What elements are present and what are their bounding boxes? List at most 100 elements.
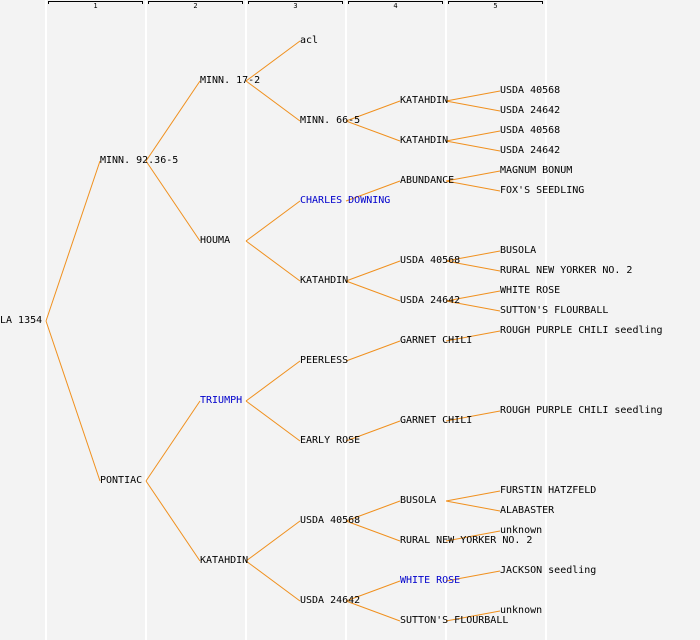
column-number: 5	[493, 2, 498, 10]
pedigree-connector-line	[245, 520, 301, 562]
pedigree-node: LA 1354	[0, 315, 43, 326]
pedigree-connector-line	[345, 340, 401, 362]
pedigree-connector-line	[445, 290, 501, 302]
pedigree-node: FOX'S SEEDLING	[500, 185, 585, 196]
pedigree-node: USDA 24642	[300, 595, 361, 606]
pedigree-node: SUTTON'S FLOURBALL	[500, 305, 609, 316]
column-number: 2	[193, 2, 198, 10]
column-header-bracket	[448, 1, 543, 4]
pedigree-node: BUSOLA	[400, 495, 437, 506]
pedigree-node: KATAHDIN	[200, 555, 249, 566]
pedigree-node: RURAL NEW YORKER NO. 2	[500, 265, 633, 276]
pedigree-node: USDA 24642	[500, 105, 561, 116]
pedigree-node: unknown	[500, 525, 543, 536]
pedigree-node: GARNET CHILI	[400, 415, 473, 426]
pedigree-node: ROUGH PURPLE CHILI seedling	[500, 405, 663, 416]
pedigree-node: FURSTIN HATZFELD	[500, 485, 597, 496]
pedigree-node: MINN. 92.36-5	[100, 155, 179, 166]
pedigree-node: KATAHDIN	[400, 135, 449, 146]
pedigree-node: MINN. 66-5	[300, 115, 361, 126]
pedigree-node: MAGNUM BONUM	[500, 165, 573, 176]
pedigree-node: USDA 40568	[300, 515, 361, 526]
pedigree-connector-line	[245, 560, 301, 602]
pedigree-connector-line	[445, 570, 501, 582]
pedigree-connector-line	[345, 120, 401, 142]
pedigree-connector-line	[345, 520, 401, 542]
pedigree-connector-line	[445, 410, 501, 422]
pedigree-node: ALABASTER	[500, 505, 555, 516]
pedigree-connector-line	[345, 280, 401, 302]
column-separator	[345, 0, 347, 640]
column-separator	[145, 0, 147, 640]
pedigree-connector-line	[345, 580, 401, 602]
column-separator	[545, 0, 547, 640]
pedigree-node: ROUGH PURPLE CHILI seedling	[500, 325, 663, 336]
column-header-bracket	[248, 1, 343, 4]
pedigree-node: WHITE ROSE	[500, 285, 561, 296]
pedigree-node: PEERLESS	[300, 355, 349, 366]
pedigree-connector-line	[445, 500, 501, 512]
pedigree-connector-line	[245, 240, 301, 282]
column-number: 3	[293, 2, 298, 10]
pedigree-node: MINN. 17-2	[200, 75, 261, 86]
pedigree-node: EARLY ROSE	[300, 435, 361, 446]
pedigree-node: SUTTON'S FLOURBALL	[400, 615, 509, 626]
pedigree-node: unknown	[500, 605, 543, 616]
pedigree-node: GARNET CHILI	[400, 335, 473, 346]
pedigree-connector-line	[445, 130, 501, 142]
pedigree-connector-line	[145, 480, 201, 562]
pedigree-connector-line	[445, 250, 501, 262]
pedigree-node: USDA 40568	[400, 255, 461, 266]
pedigree-connector-line	[45, 160, 101, 322]
pedigree-connector-line	[345, 600, 401, 622]
pedigree-connector-line	[245, 360, 301, 402]
pedigree-connector-line	[245, 40, 301, 82]
pedigree-node-link[interactable]: TRIUMPH	[200, 395, 243, 406]
pedigree-node: KATAHDIN	[400, 95, 449, 106]
pedigree-connector-line	[345, 180, 401, 202]
pedigree-connector-line	[445, 140, 501, 152]
pedigree-node-link[interactable]: WHITE ROSE	[400, 575, 461, 586]
column-number: 1	[93, 2, 98, 10]
pedigree-connector-line	[445, 260, 501, 272]
column-separator	[245, 0, 247, 640]
pedigree-connector-line	[45, 320, 101, 482]
column-number: 4	[393, 2, 398, 10]
pedigree-node: acl	[300, 35, 319, 46]
pedigree-node: HOUMA	[200, 235, 231, 246]
pedigree-connector-line	[245, 200, 301, 242]
pedigree-connector-line	[345, 100, 401, 122]
pedigree-connector-line	[445, 490, 501, 502]
pedigree-connector-line	[445, 90, 501, 102]
column-header-bracket	[348, 1, 443, 4]
pedigree-connector-line	[445, 170, 501, 182]
pedigree-connector-line	[445, 330, 501, 342]
pedigree-node: USDA 40568	[500, 85, 561, 96]
column-header-bracket	[148, 1, 243, 4]
column-header-bracket	[48, 1, 143, 4]
pedigree-connector-line	[445, 180, 501, 192]
pedigree-node: USDA 24642	[400, 295, 461, 306]
pedigree-connector-line	[445, 610, 501, 622]
pedigree-connector-line	[445, 100, 501, 112]
pedigree-connector-line	[345, 420, 401, 442]
pedigree-connector-line	[445, 530, 501, 542]
column-separator	[445, 0, 447, 640]
pedigree-node: USDA 24642	[500, 145, 561, 156]
pedigree-node: PONTIAC	[100, 475, 143, 486]
pedigree-connector-line	[345, 500, 401, 522]
pedigree-connector-line	[145, 400, 201, 482]
pedigree-node: RURAL NEW YORKER NO. 2	[400, 535, 533, 546]
pedigree-node-link[interactable]: CHARLES DOWNING	[300, 195, 391, 206]
pedigree-connector-line	[345, 260, 401, 282]
pedigree-node: KATAHDIN	[300, 275, 349, 286]
pedigree-connector-line	[245, 80, 301, 122]
pedigree-connector-line	[145, 80, 201, 162]
pedigree-connector-line	[445, 300, 501, 312]
pedigree-connector-line	[145, 160, 201, 242]
pedigree-node: ABUNDANCE	[400, 175, 455, 186]
pedigree-node: BUSOLA	[500, 245, 537, 256]
pedigree-node: USDA 40568	[500, 125, 561, 136]
pedigree-connector-line	[245, 400, 301, 442]
